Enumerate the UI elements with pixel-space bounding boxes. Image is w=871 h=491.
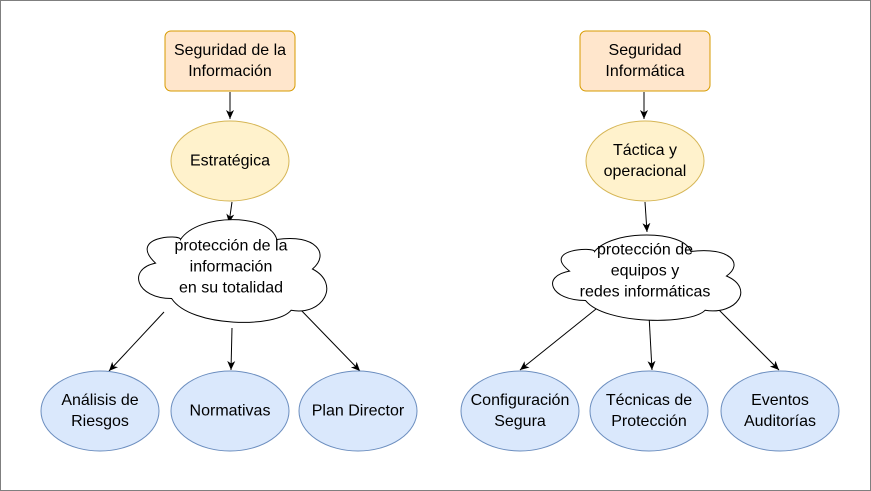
left-title-box: Seguridad de la Información [164, 30, 296, 92]
left-scope-line: en su totalidad [179, 280, 283, 297]
right-item-line: Eventos [751, 392, 809, 409]
left-edge-arrow [298, 307, 361, 372]
right-level-line: operacional [604, 163, 687, 180]
left-level-node: Estratégica [170, 120, 290, 202]
right-scope-line: equipos y [611, 263, 680, 280]
left-item-node: Análisis de Riesgos [40, 370, 160, 452]
left-item-line: Normativas [190, 403, 271, 420]
left-item-line: Análisis de [61, 392, 138, 409]
right-title-line: Informática [605, 63, 684, 80]
left-edge-arrow [227, 327, 236, 371]
right-item-line: Auditorías [744, 413, 816, 430]
right-item-line: Técnicas de [606, 392, 692, 409]
right-edge-arrow [642, 201, 651, 233]
right-item-line: Segura [494, 413, 546, 430]
right-item-node: Técnicas de Protección [589, 370, 709, 452]
right-edge-arrow [647, 314, 656, 371]
left-level-line: Estratégica [190, 153, 270, 170]
left-scope-line: protección de la [175, 238, 288, 255]
left-scope-cloud: protección de la información en su totalid… [138, 219, 328, 323]
right-edge-arrow [714, 305, 780, 371]
right-item-line: Configuración [471, 392, 570, 409]
right-level-line: Táctica y [613, 142, 677, 159]
left-scope-line: información [190, 259, 273, 276]
right-item-line: Protección [611, 413, 687, 430]
right-level-node: Táctica y operacional [585, 120, 705, 202]
left-title-line: Información [188, 63, 272, 80]
right-scope-line: protección de [597, 242, 693, 259]
right-title-line: Seguridad [609, 42, 682, 59]
right-scope-line: redes informáticas [580, 284, 711, 301]
left-title-line: Seguridad de la [174, 42, 286, 59]
right-scope-cloud: protección de equipos y redes informáticas [552, 234, 742, 321]
left-edge-arrow [108, 311, 165, 372]
right-edge-arrow [519, 304, 602, 371]
left-item-line: Riesgos [71, 413, 129, 430]
left-item-node: Normativas [170, 370, 290, 452]
left-item-line: Plan Director [312, 403, 405, 420]
left-item-node: Plan Director [298, 370, 418, 452]
